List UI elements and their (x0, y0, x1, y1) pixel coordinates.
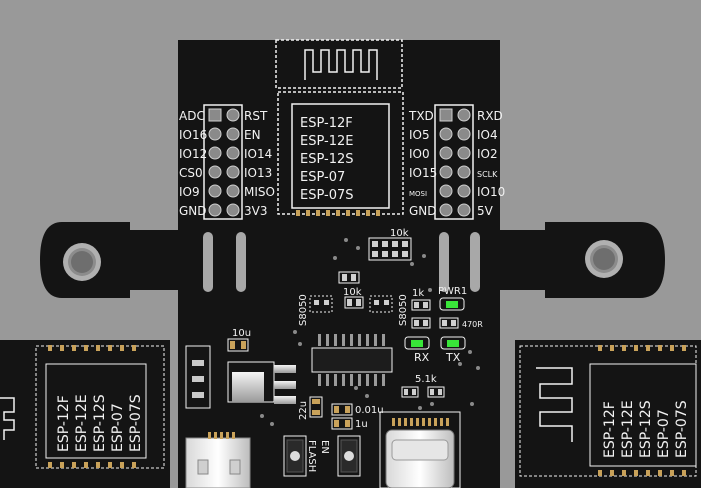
side-left-variant: ESP-12F (56, 395, 72, 452)
q-right-label: S8050 (398, 294, 409, 326)
en-button-label: EN (319, 440, 330, 454)
pin-label: ADC (179, 109, 205, 123)
led-pwr (439, 297, 465, 311)
capacitor (331, 417, 353, 430)
c-22u-label: 22u (298, 401, 309, 420)
resistor-array (368, 237, 412, 261)
pin-label: CS0 (179, 166, 203, 180)
flash-button-label: FLASH (306, 440, 317, 472)
side-left-variant: ESP-12E (74, 394, 90, 452)
capacitor (309, 396, 323, 418)
pin-label: RST (244, 109, 268, 123)
pin-label: SCLK (477, 170, 498, 179)
resistor (411, 299, 431, 311)
left-header-labels-outer: ADC IO16 IO12 CS0 IO9 GND (179, 109, 207, 218)
pin-label: 5V (477, 204, 494, 218)
transistor-left (309, 295, 333, 313)
pin-label: MOSI (409, 190, 427, 198)
pin-label: GND (409, 204, 437, 218)
r-1k-label: 1k (412, 288, 424, 299)
side-module-right-labels: ESP-12F ESP-12E ESP-12S ESP-07 ESP-07S (602, 400, 690, 458)
led-tx (440, 336, 466, 350)
capacitor (331, 403, 353, 416)
resistor (427, 386, 445, 398)
power-connector (185, 345, 211, 409)
pin-label: IO5 (409, 128, 430, 142)
led-rx-label: RX (414, 351, 430, 364)
side-right-variant: ESP-07 (656, 409, 672, 458)
left-header-labels-inner: RST EN IO14 IO13 MISO 3V3 (244, 109, 275, 218)
pin-label: IO13 (244, 166, 272, 180)
mount-hole-right (585, 240, 623, 278)
c-001u-label: 0.01u (355, 405, 384, 416)
pin-label: IO12 (179, 147, 207, 161)
r-10k-b-label: 10k (343, 287, 362, 298)
side-right-variant: ESP-12E (620, 400, 636, 458)
pin-label: TXD (408, 109, 434, 123)
led-tx-label: TX (445, 351, 461, 364)
c-10u-label: 10u (232, 328, 251, 339)
module-variant: ESP-12S (300, 152, 354, 167)
flash-button[interactable] (283, 435, 307, 477)
pin-label: MISO (244, 185, 275, 199)
resistor (338, 271, 360, 284)
pin-label: IO9 (179, 185, 200, 199)
side-right-variant: ESP-07S (674, 400, 690, 458)
pin-label: IO15 (409, 166, 437, 180)
module-variant-list: ESP-12F ESP-12E ESP-12S ESP-07 ESP-07S (300, 116, 354, 203)
antenna-outline (275, 39, 403, 89)
resistor (439, 317, 459, 329)
en-button[interactable] (337, 435, 361, 477)
side-right-variant: ESP-12F (602, 401, 618, 458)
module-castellations (296, 210, 380, 216)
right-header (434, 104, 474, 220)
resistor (411, 317, 431, 329)
pin-label: EN (244, 128, 261, 142)
side-module-right (515, 340, 701, 488)
voltage-regulator (227, 361, 296, 404)
r-51k-label: 5.1k (415, 374, 437, 385)
resistor (401, 386, 419, 398)
c-1u-label: 1u (355, 419, 368, 430)
transistor-right (369, 295, 393, 313)
capacitor (227, 338, 249, 352)
module-variant: ESP-07 (300, 170, 345, 185)
pin-label: IO0 (409, 147, 430, 161)
side-module-left-labels: ESP-12F ESP-12E ESP-12S ESP-07 ESP-07S (56, 394, 144, 452)
module-footprint (277, 91, 404, 215)
pin-label: RXD (477, 109, 503, 123)
right-header-labels-outer: RXD IO4 IO2 SCLK IO10 5V (477, 109, 505, 218)
r-10k-label: 10k (390, 228, 409, 239)
mount-hole-left (63, 243, 101, 281)
pin-label: IO14 (244, 147, 272, 161)
side-module-left (0, 340, 170, 488)
resistor (344, 296, 364, 309)
module-variant: ESP-12E (300, 134, 353, 149)
board-slots (203, 232, 480, 292)
pin-label: IO10 (477, 185, 505, 199)
side-left-variant: ESP-07S (128, 394, 144, 452)
usb-c-connector (379, 411, 461, 488)
r-470r-label: 470R (462, 320, 483, 329)
module-variant: ESP-12F (300, 116, 353, 131)
side-right-variant: ESP-12S (638, 400, 654, 458)
pin-label: IO16 (179, 128, 207, 142)
side-left-variant: ESP-07 (110, 403, 126, 452)
pin-label: GND (179, 204, 207, 218)
q-left-label: S8050 (298, 294, 309, 326)
micro-usb-connector (185, 432, 251, 488)
left-header (203, 104, 243, 220)
led-rx (404, 336, 430, 350)
usb-serial-ic (311, 334, 393, 386)
module-variant: ESP-07S (300, 188, 354, 203)
led-pwr-label: PWR1 (438, 286, 467, 297)
pin-label: IO4 (477, 128, 498, 142)
pin-label: IO2 (477, 147, 498, 161)
vias (260, 238, 480, 426)
pin-label: 3V3 (244, 204, 267, 218)
right-header-labels-inner: TXD IO5 IO0 IO15 MOSI GND (408, 109, 437, 218)
side-left-variant: ESP-12S (92, 394, 108, 452)
